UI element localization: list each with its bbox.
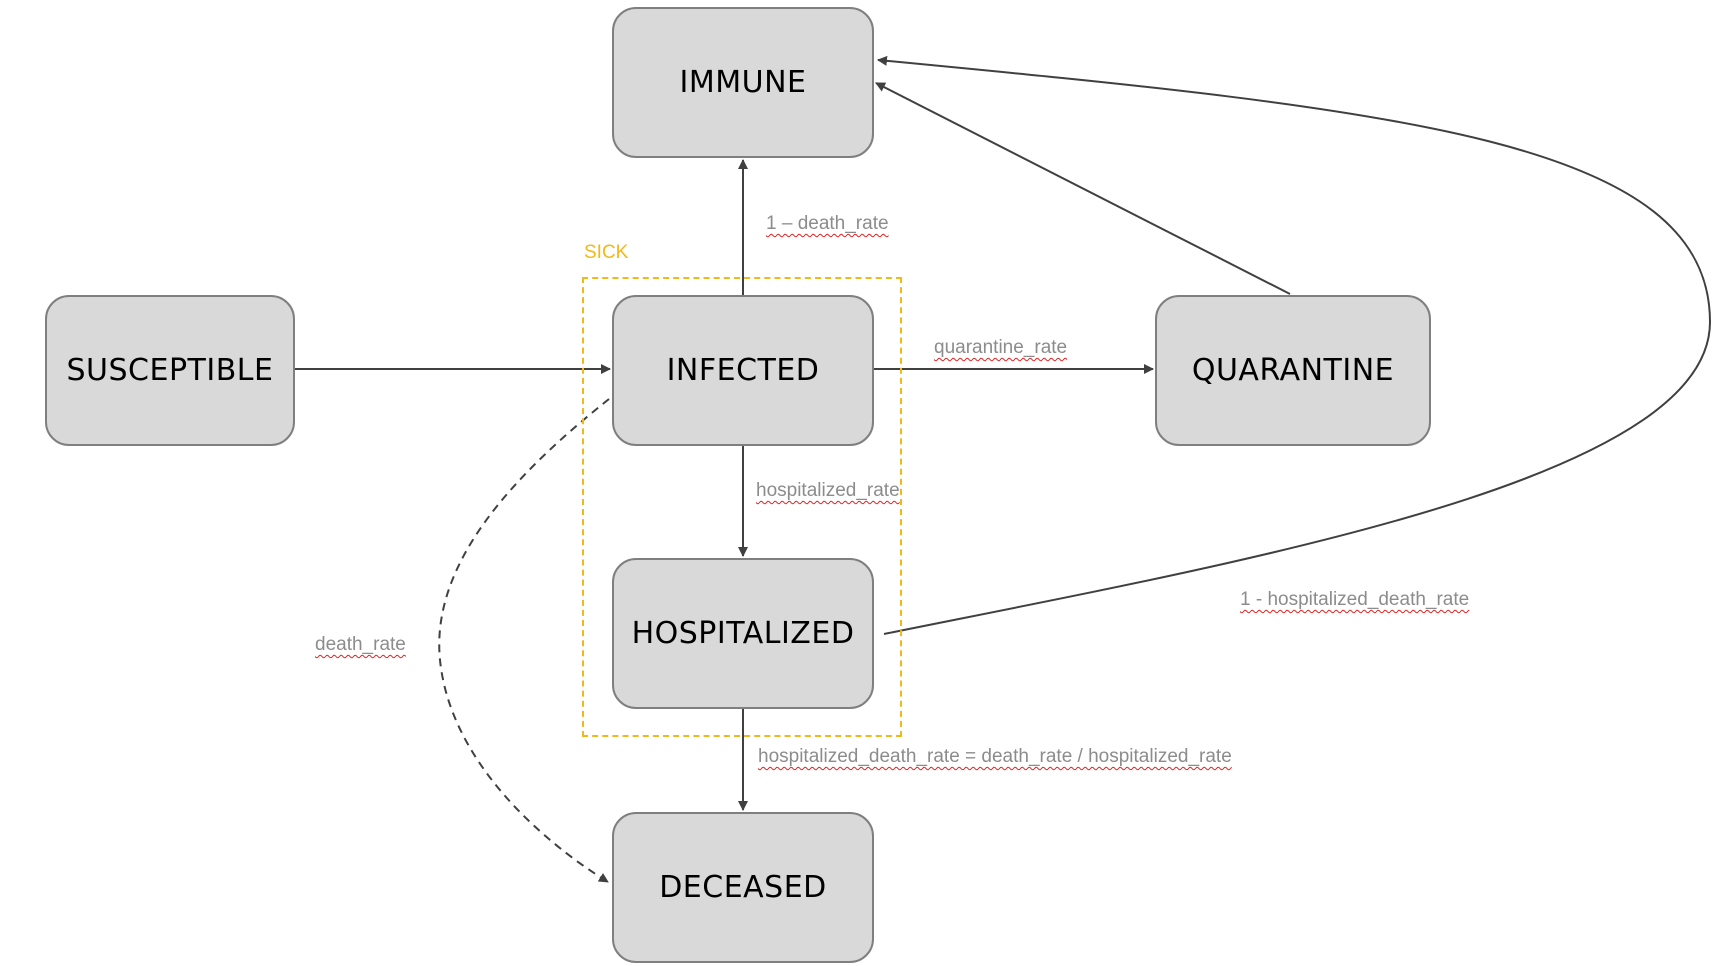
node-infected[interactable]: INFECTED — [612, 295, 874, 446]
label-hospitalized-deceased: hospitalized_death_rate = death_rate / h… — [758, 746, 1232, 767]
label-infected-hospitalized: hospitalized_rate — [756, 480, 900, 501]
sick-group-box — [582, 277, 902, 737]
label-infected-deceased: death_rate — [315, 634, 406, 655]
label-hospitalized-immune: 1 - hospitalized_death_rate — [1240, 589, 1470, 610]
node-hospitalized[interactable]: HOSPITALIZED — [612, 558, 874, 709]
edge-quarantine-immune — [875, 82, 1291, 295]
node-immune[interactable]: IMMUNE — [612, 7, 874, 158]
node-deceased[interactable]: DECEASED — [612, 812, 874, 963]
label-infected-quarantine: quarantine_rate — [934, 337, 1068, 358]
node-quarantine[interactable]: QUARANTINE — [1155, 295, 1431, 446]
label-infected-immune: 1 – death_rate — [766, 213, 889, 234]
node-susceptible[interactable]: SUSCEPTIBLE — [45, 295, 295, 446]
edge-infected-deceased — [438, 398, 610, 883]
sick-group-label: SICK — [584, 242, 629, 263]
edge-hospitalized-immune — [877, 55, 1712, 635]
